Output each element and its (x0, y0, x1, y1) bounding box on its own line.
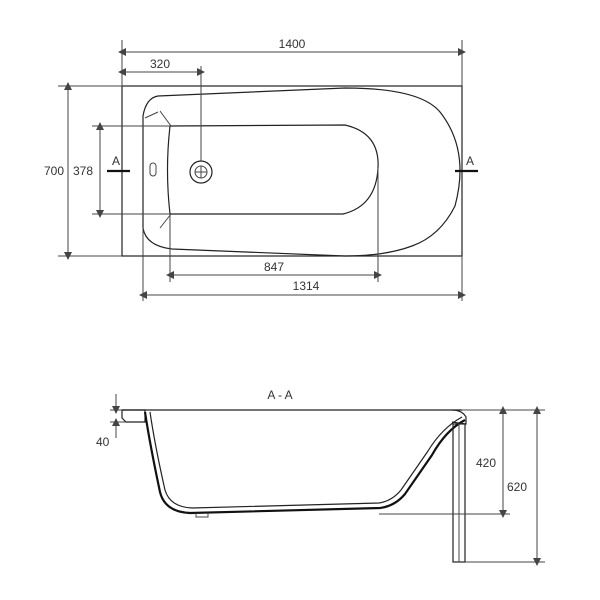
headrest-step-line (144, 111, 159, 119)
dimension-depth: 420 (476, 406, 507, 518)
section-view: A - A 420 (96, 388, 545, 566)
dimension-rim-thickness: 40 (96, 394, 126, 449)
dimension-inner-bottom-length: 847 (166, 168, 382, 282)
overflow-slot (149, 162, 157, 177)
basin-inner-wall (149, 411, 463, 509)
dimension-overall-width: 700 (44, 82, 122, 260)
dimension-overall-length: 1400 (118, 37, 466, 86)
dimension-total-height: 620 (507, 406, 541, 566)
basin-inner-outline (166, 124, 379, 215)
right-rim (451, 409, 467, 425)
dimension-rim-thickness-label: 40 (96, 435, 110, 449)
headrest-step-line (159, 213, 172, 229)
section-marker-left-label: A (112, 154, 120, 168)
dimension-overall-width-label: 700 (44, 164, 64, 178)
drain-stub (195, 513, 209, 518)
dimension-inner-length-label: 1314 (293, 279, 320, 293)
top-view: A A 1400 320 (44, 37, 478, 301)
dimension-inner-bottom-length-label: 847 (264, 260, 284, 274)
drain-icon (189, 160, 213, 184)
basin-outer-wall (143, 411, 466, 515)
dimension-total-height-label: 620 (507, 480, 527, 494)
section-marker-right: A (455, 154, 478, 173)
dimension-depth-label: 420 (476, 456, 496, 470)
headrest-step-line (159, 110, 172, 127)
left-rim-block (121, 409, 146, 423)
outer-rim (121, 85, 463, 257)
dimension-drain-offset: 320 (118, 57, 205, 161)
section-title: A - A (267, 388, 292, 402)
section-marker-right-label: A (466, 154, 474, 168)
section-marker-left: A (107, 154, 130, 173)
dimension-overall-length-label: 1400 (279, 37, 306, 51)
dimension-drain-offset-label: 320 (150, 57, 170, 71)
dimension-inner-width: 378 (73, 122, 170, 218)
dimension-inner-width-label: 378 (73, 164, 93, 178)
dimension-inner-length: 1314 (139, 228, 466, 301)
